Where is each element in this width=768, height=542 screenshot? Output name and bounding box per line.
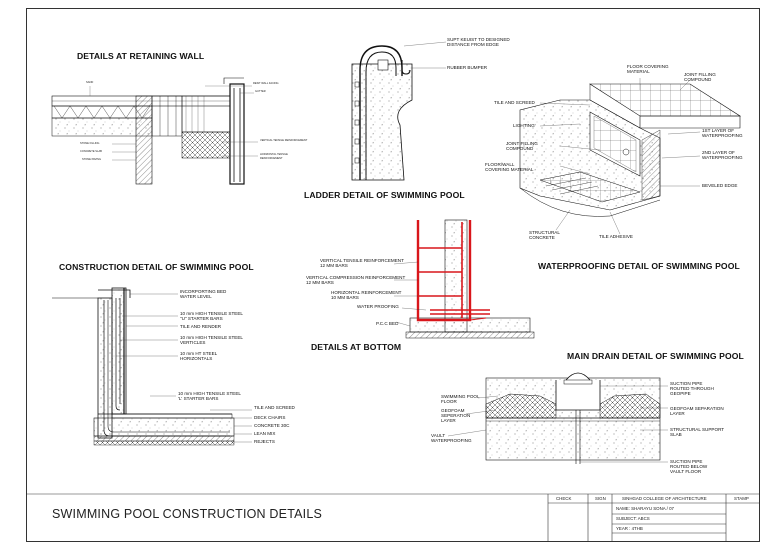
tb-year: YEAR : 4THB — [616, 526, 643, 531]
wp-lighting: LIGHTING — [513, 123, 535, 128]
cd-label-1a: INCORPORTING BED — [180, 289, 227, 294]
sheet-title: SWIMMING POOL CONSTRUCTION DETAILS — [52, 507, 323, 521]
ladder-label-supt: SUPT KEUIST TO DESIGNED — [447, 37, 510, 42]
cd-label-10: LEAN MIX — [254, 431, 276, 436]
cd-label-4b: VERTICLES — [180, 340, 206, 345]
md-suction-bottom-3: VAULT FLOOR — [670, 469, 702, 474]
ladder-detail — [351, 41, 447, 181]
md-support-2: SLAB — [670, 432, 682, 437]
title-block-grid — [26, 493, 760, 542]
wp-first-layer-1: 1ST LAYER OF — [702, 128, 734, 133]
retaining-label-sand: SAND — [86, 81, 94, 84]
wp-first-layer-2: WATERPROOFING — [702, 133, 743, 138]
cd-label-5b: HORIZONTALS — [180, 356, 213, 361]
main-drain-title: MAIN DRAIN DETAIL OF SWIMMING POOL — [567, 351, 744, 361]
tb-name: NAME: SHARAYU SONA / 07 — [616, 506, 674, 511]
cd-label-6a: 10 mm HIGH TENSILE STEEL — [178, 391, 241, 396]
retaining-wall-detail — [51, 77, 258, 185]
md-suction-top-1: SUCTION PIPE — [670, 381, 703, 386]
retaining-label-reinforcement: REINFORCEMENT — [260, 157, 283, 160]
tb-sign: SIGN — [595, 496, 606, 501]
md-geofoam-right-1: GEOFOAM SEPARATION — [670, 406, 724, 411]
wp-tile-adhesive: TILE ADHESIVE — [599, 234, 633, 239]
md-support-1: STRUCTURAL SUPPORT — [670, 427, 725, 432]
md-suction-top-3: GEOPIPE — [670, 391, 691, 396]
cd-label-5a: 10 mm HT STEEL — [180, 351, 218, 356]
wp-structural-1: STRUCTURAL — [529, 230, 560, 235]
ladder-label-distance: DISTANCE FROM EDGE — [447, 42, 499, 47]
retaining-label-concrete: CONCRETE SLAB — [80, 150, 102, 153]
construction-title: CONSTRUCTION DETAIL OF SWIMMING POOL — [59, 262, 254, 272]
bt-label-4: WATER PROOFING — [357, 304, 399, 309]
cd-label-3: TILE AND RENDER — [180, 324, 222, 329]
retaining-label-facing: RESIT WALL FACING — [253, 82, 279, 85]
md-vault-2: WATERPROOFING — [431, 438, 472, 443]
wp-second-layer-1: 2ND LAYER OF — [702, 150, 735, 155]
bt-label-5: P.C.C BED — [376, 321, 399, 326]
wp-floor-covering-2: MATERIAL — [627, 69, 650, 74]
wp-joint-filling-2: COMPOUND — [684, 77, 712, 82]
md-geofoam-3: LAYER — [441, 418, 456, 423]
tb-college: SINHGAD COLLEGE OF ARCHITECTURE — [622, 496, 707, 501]
cd-label-2b: "U" STARTER BARS — [180, 316, 223, 321]
bt-label-2b: 12 MM BARS — [306, 280, 334, 285]
retaining-wall-title: DETAILS AT RETAINING WALL — [77, 51, 205, 61]
md-floor-1: SWIMMING POOL — [441, 394, 480, 399]
waterproofing-title: WATERPROOFING DETAIL OF SWIMMING POOL — [538, 261, 740, 271]
tb-stamp: STAMP — [734, 496, 749, 501]
tb-subject: SUBJECT: ABCS — [616, 516, 650, 521]
bt-label-1b: 12 MM BARS — [320, 263, 348, 268]
wp-second-layer-2: WATERPROOFING — [702, 155, 743, 160]
ladder-title: LADDER DETAIL OF SWIMMING POOL — [304, 190, 465, 200]
wp-beveled-edge: BEVELED EDGE — [702, 183, 738, 188]
cd-label-1b: WATER LEVEL — [180, 294, 212, 299]
bottom-detail — [393, 219, 535, 339]
md-suction-bottom-2: ROUTED BELOW — [670, 464, 708, 469]
bt-label-2a: VERTICAL COMPRESSION REINFORCEMENT — [306, 275, 406, 280]
bt-label-3b: 10 MM BARS — [331, 295, 359, 300]
retaining-label-horizontal: HORIZONTAL TENSILE — [260, 153, 288, 156]
wp-tile-screed: TILE AND SCREED — [494, 100, 535, 105]
waterproofing-detail — [519, 78, 742, 235]
retaining-label-vertical: VERTICAL TENSILE REINFORCEMENT — [260, 139, 308, 142]
wp-floor-covering-1: FLOOR COVERING — [627, 64, 669, 69]
md-suction-top-2: ROUTED THROUGH — [670, 386, 714, 391]
wp-joint-filling-4: COMPOUND — [506, 146, 534, 151]
md-suction-bottom-1: SUCTION PIPE — [670, 459, 703, 464]
bt-label-3a: HORIZONTAL REINFORCEMENT — [331, 290, 402, 295]
ladder-label-bumper: RUBBER BUMPER — [447, 65, 488, 70]
main-drain-detail — [447, 372, 668, 464]
bottom-title: DETAILS AT BOTTOM — [311, 342, 402, 352]
wp-floor-wall-2: COVERING MATERIAL — [485, 167, 534, 172]
cd-label-11: REJECTS — [254, 439, 275, 444]
cd-label-9: CONCRETE 30C — [254, 423, 290, 428]
md-floor-2: FLOOR — [441, 399, 457, 404]
cd-label-6b: 'L' STARTER BARS — [178, 396, 219, 401]
cd-label-4a: 10 mm HIGH TENSILE STEEL — [180, 335, 243, 340]
wp-structural-2: CONCRETE — [529, 235, 555, 240]
retaining-label-gutter: GUTTER — [255, 90, 266, 93]
md-vault-1: VAULT — [431, 433, 446, 438]
cd-label-8: DECK CHAIRS — [254, 415, 286, 420]
cd-label-7: TILE AND SCREED — [254, 405, 295, 410]
tb-check: CHECK — [556, 496, 572, 501]
wp-joint-filling-3: JOINT FILLING — [506, 141, 538, 146]
md-geofoam-1: GEOFOAM — [441, 408, 465, 413]
construction-detail — [52, 287, 252, 446]
md-geofoam-right-2: LAYER — [670, 411, 685, 416]
cd-label-2a: 10 mm HIGH TENSILE STEEL — [180, 311, 243, 316]
wp-floor-wall-1: FLOOR/WALL — [485, 162, 515, 167]
bt-label-1a: VERTICAL TENSILE REINFORCEMENT — [320, 258, 404, 263]
md-geofoam-2: SEPERATION — [441, 413, 471, 418]
retaining-label-paving: STONE PAVING — [82, 158, 102, 161]
wp-joint-filling-1: JOINT FILLING — [684, 72, 716, 77]
retaining-label-stone-filling: STONE FILLING — [80, 142, 100, 145]
